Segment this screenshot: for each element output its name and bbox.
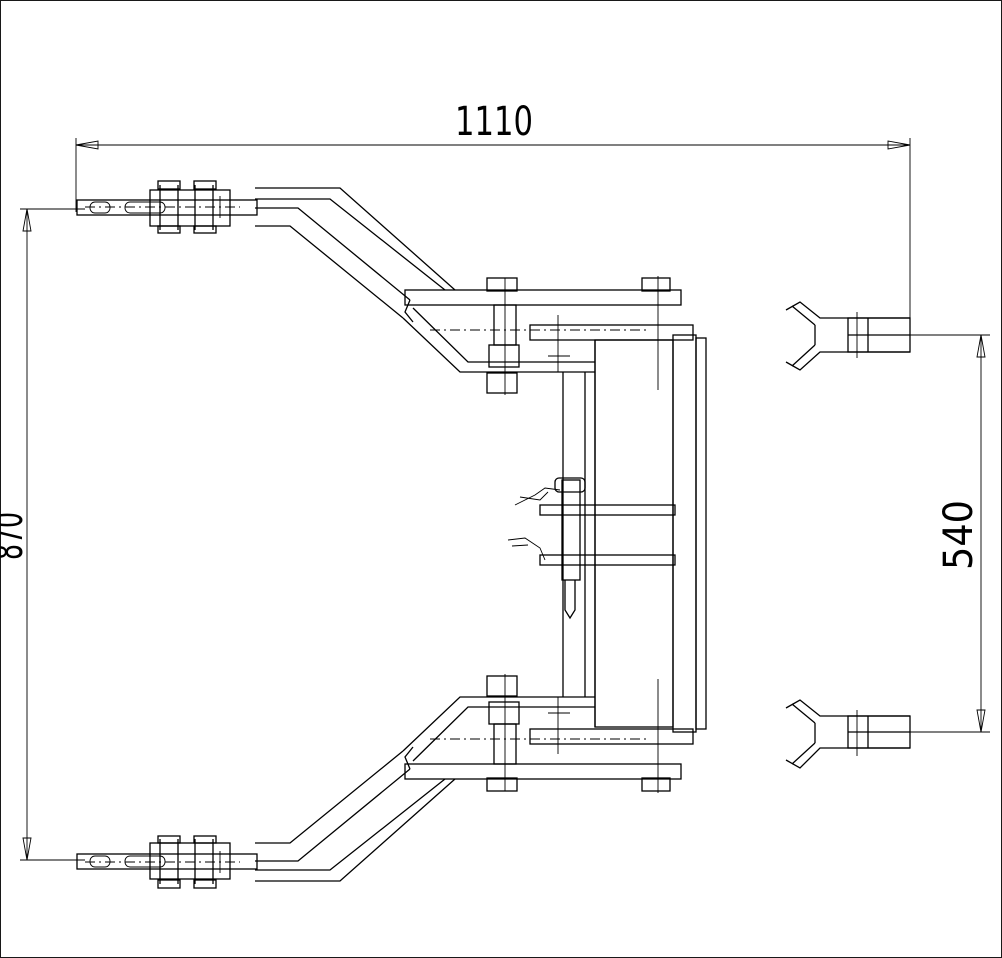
dimension-1110: 1110: [75, 99, 911, 325]
center-frame: [507, 334, 707, 733]
upper-arm: [76, 180, 694, 395]
dimension-870-label: 870: [0, 512, 32, 560]
upper-hitch-clevis: [785, 301, 911, 371]
dimension-1110-label: 1110: [455, 99, 533, 145]
dimension-540-label: 540: [936, 500, 982, 570]
dimension-540: 540: [910, 334, 990, 733]
lower-arm: [76, 674, 694, 889]
lower-hitch-clevis: [785, 699, 911, 769]
dimension-870: 870: [0, 208, 85, 861]
